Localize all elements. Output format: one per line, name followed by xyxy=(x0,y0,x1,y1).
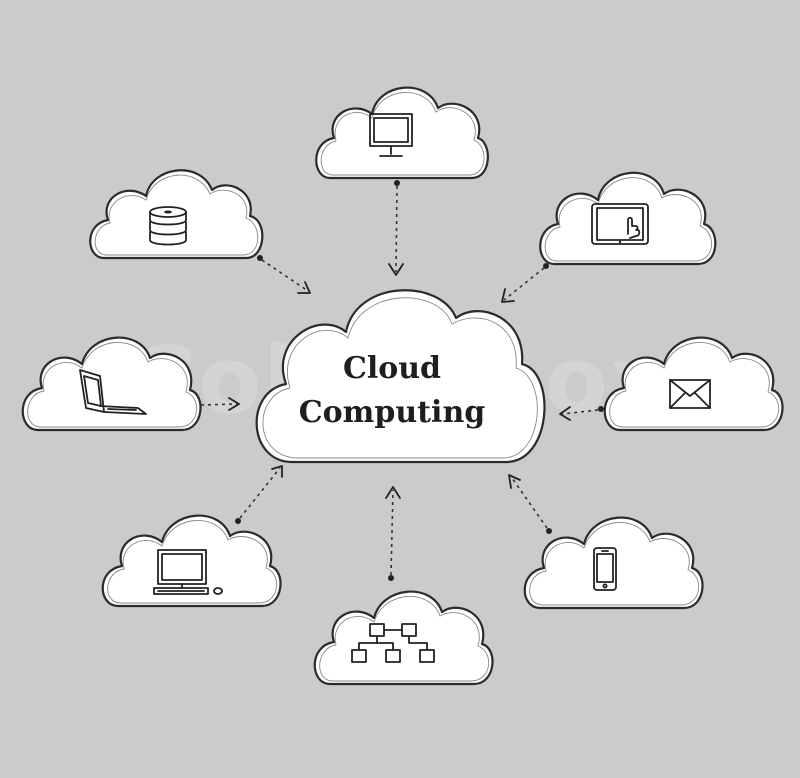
connector-database xyxy=(257,255,311,294)
connector-email xyxy=(559,406,604,421)
title-line-2: Computing xyxy=(299,395,485,430)
tablet-touch-icon xyxy=(591,203,649,245)
cloud-tablet xyxy=(539,171,717,266)
cloud-desktop xyxy=(101,514,282,608)
monitor-icon xyxy=(369,113,413,157)
connector-monitor xyxy=(388,180,404,276)
smartphone-icon xyxy=(593,547,617,591)
desktop-computer-icon xyxy=(153,549,223,595)
cloud-network xyxy=(313,590,494,686)
title-line-1: Cloud xyxy=(343,351,441,386)
connector-tablet xyxy=(501,263,549,303)
cloud-database xyxy=(89,169,264,260)
network-nodes-icon xyxy=(351,623,435,663)
connector-desktop xyxy=(235,465,283,524)
connector-phone xyxy=(508,474,552,534)
cloud-laptop xyxy=(21,336,202,432)
laptop-icon xyxy=(79,369,147,415)
center-cloud: Cloud Computing xyxy=(255,289,546,464)
database-icon xyxy=(149,206,187,246)
cloud-monitor xyxy=(315,86,489,180)
cloud-phone xyxy=(523,516,704,610)
envelope-icon xyxy=(669,379,711,409)
connector-network xyxy=(385,486,401,581)
cloud-email xyxy=(603,336,784,432)
